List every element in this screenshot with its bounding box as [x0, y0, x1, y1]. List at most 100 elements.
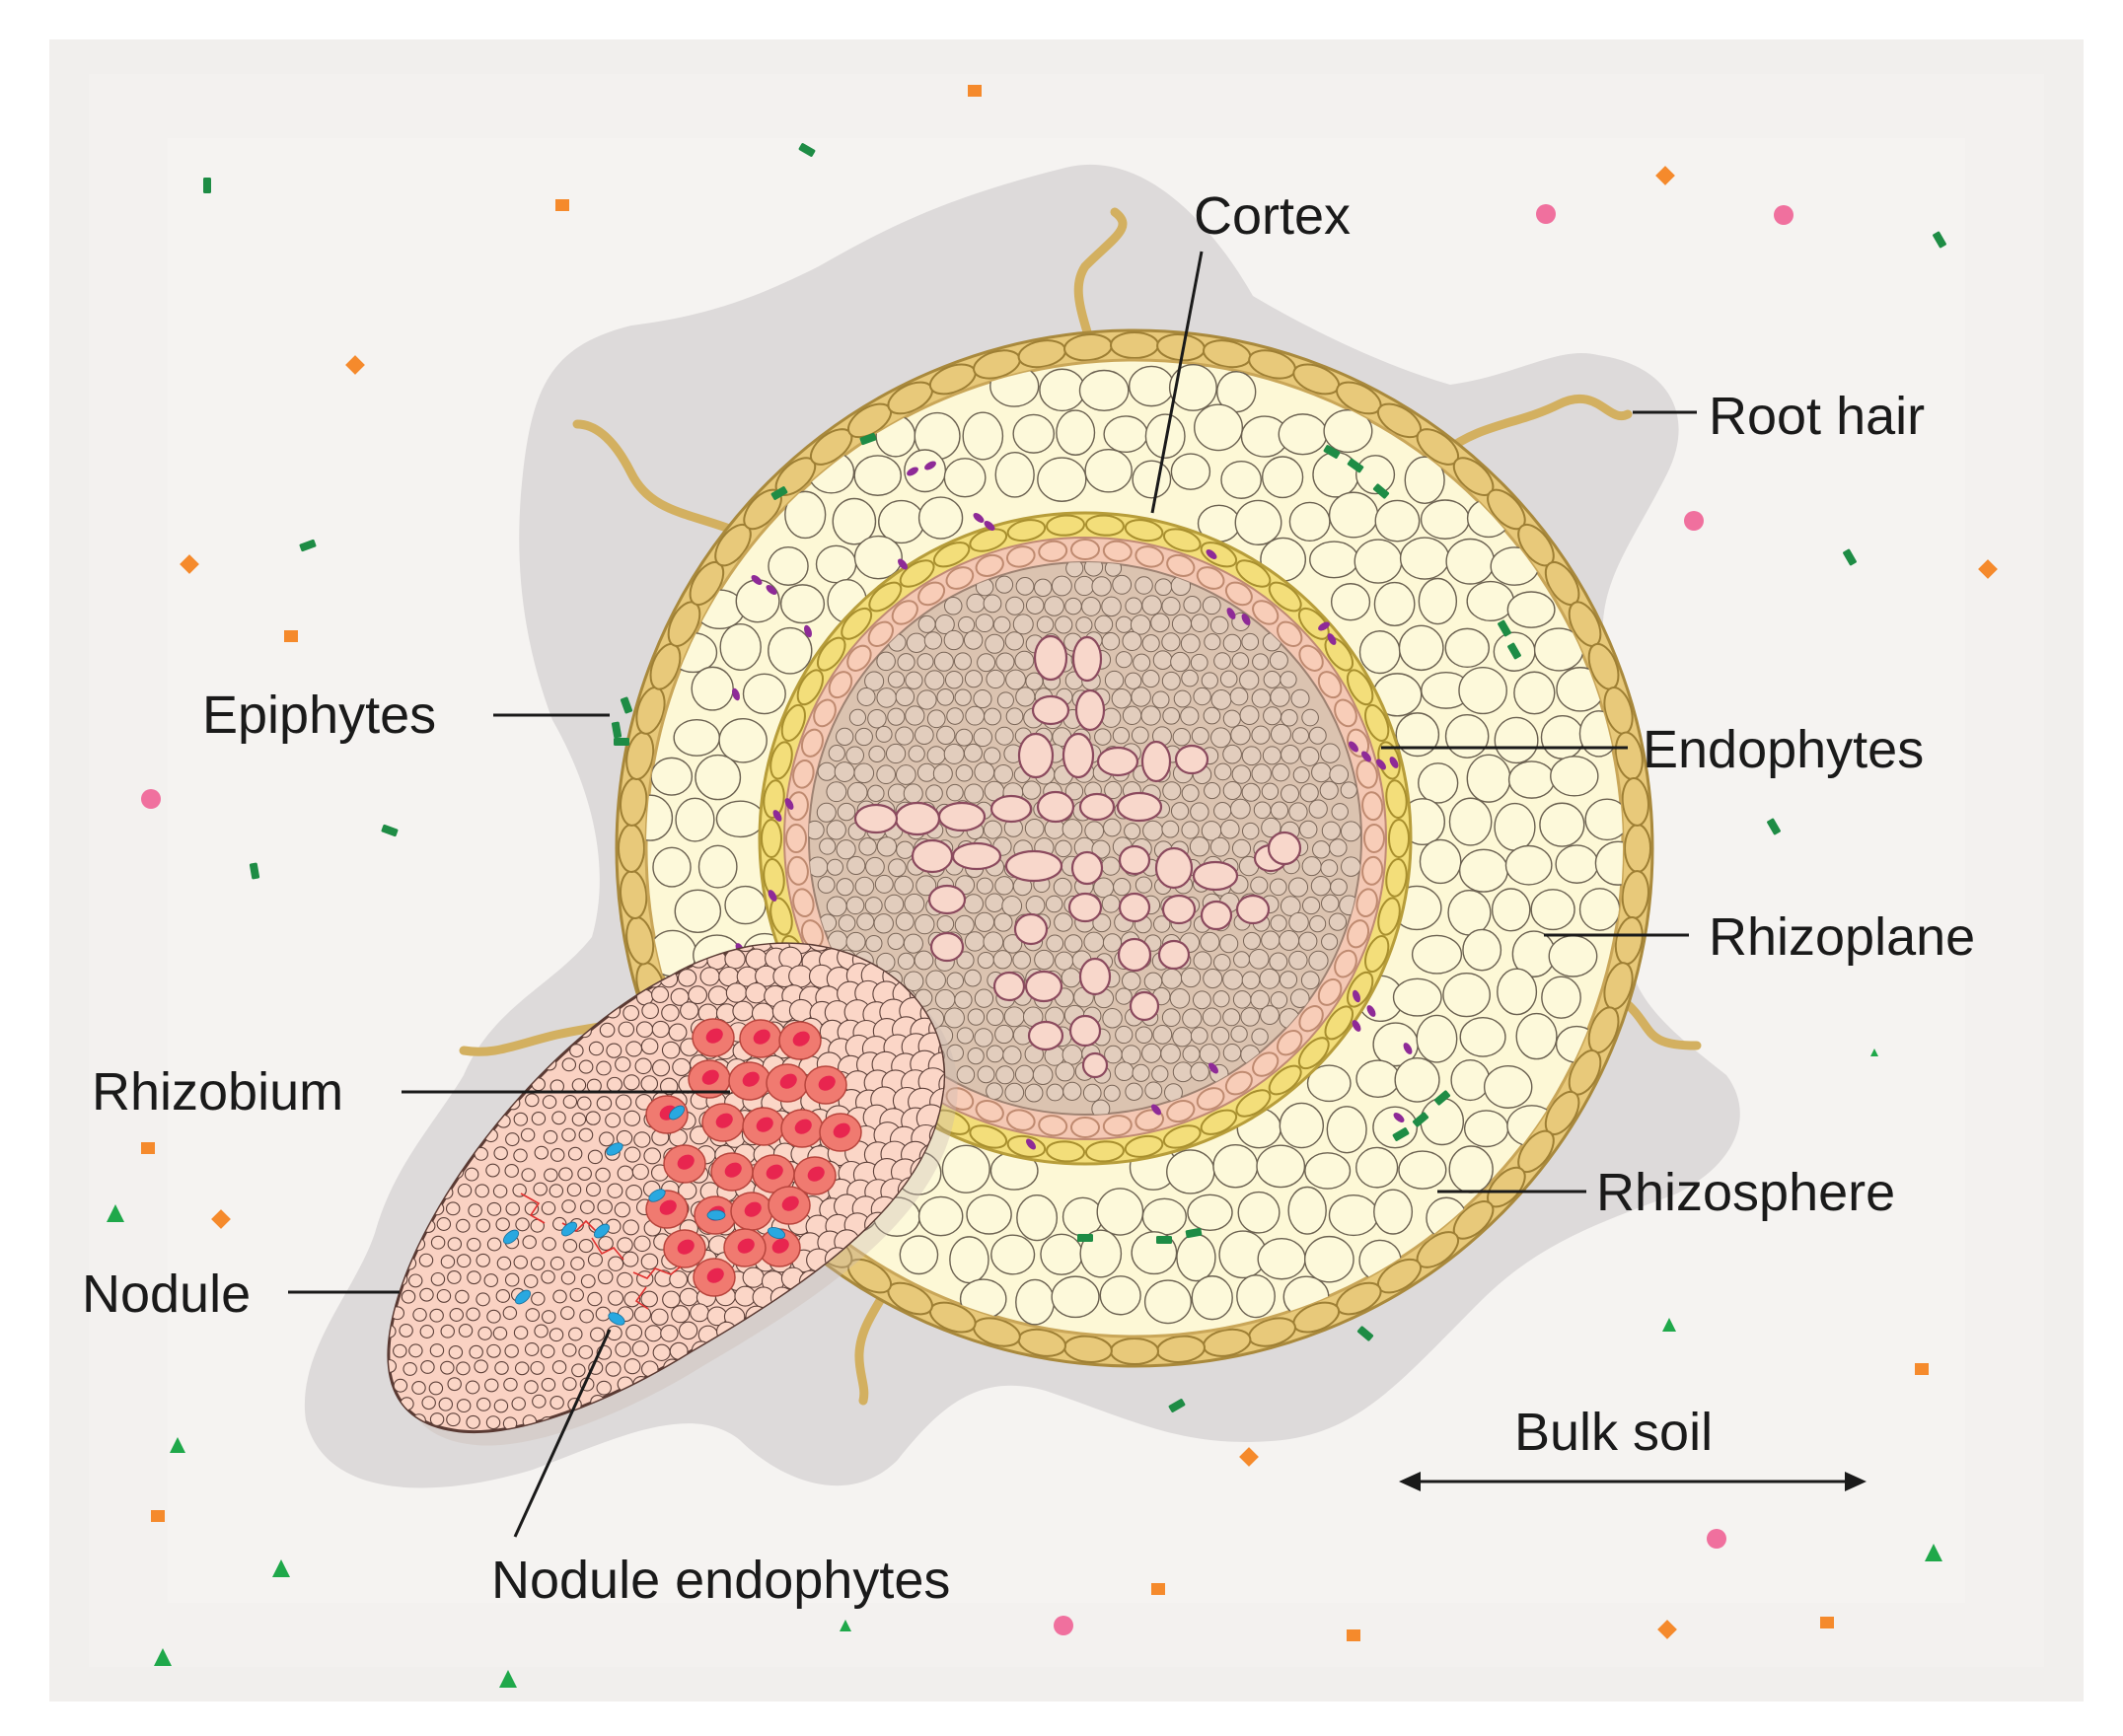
- cortex-cell: [917, 1195, 964, 1237]
- cortex-cell: [691, 666, 734, 711]
- nodule-cell: [486, 1343, 501, 1358]
- stele-cell: [1299, 820, 1318, 839]
- stele-cell: [1124, 823, 1141, 840]
- stele-cell: [1340, 781, 1357, 799]
- stele-cell: [1281, 745, 1300, 764]
- nodule-cell: [543, 1129, 558, 1144]
- stele-cell: [993, 763, 1014, 784]
- stele-cell: [1141, 670, 1160, 688]
- xylem-vessel: [1068, 1014, 1102, 1048]
- stele-cell: [1192, 990, 1211, 1010]
- endophyte: [1151, 1104, 1161, 1116]
- epiphyte: [1077, 1234, 1093, 1242]
- cortex-cell: [1016, 1194, 1059, 1242]
- stele-cell: [1161, 1008, 1181, 1028]
- nodule-cell: [445, 1201, 461, 1216]
- pericycle-cell: [945, 1087, 975, 1111]
- pericycle-cell: [1070, 1117, 1100, 1138]
- stele-cell: [895, 687, 915, 707]
- stele-cell: [1300, 971, 1320, 990]
- rhizobium: [771, 1238, 789, 1254]
- nodule-cell: [587, 1291, 603, 1307]
- stele-cell: [955, 728, 974, 747]
- stele-cell: [1064, 782, 1084, 801]
- epiphyte: [1185, 1227, 1203, 1239]
- rhizobium: [753, 1029, 770, 1045]
- endodermis-cell: [1200, 542, 1238, 568]
- pericycle-cell: [1038, 540, 1068, 562]
- stele-cell: [1270, 687, 1290, 707]
- nodule-cell: [467, 1270, 481, 1285]
- stele-cell: [1310, 876, 1332, 897]
- stele-cell: [1130, 615, 1151, 635]
- stele-cell: [906, 632, 927, 653]
- nodule-cell: [745, 982, 768, 1004]
- cortex-cell: [966, 1194, 1012, 1235]
- cortex-cell: [1540, 715, 1585, 760]
- nodule-cell: [597, 1269, 614, 1285]
- cortex-cell: [1458, 666, 1507, 715]
- stele-cell: [983, 931, 1004, 953]
- stele-cell: [1025, 895, 1046, 915]
- cortex-cell: [1099, 1275, 1141, 1316]
- stele-cell: [1222, 633, 1242, 653]
- cortex-cell: [990, 1234, 1036, 1275]
- stele-cell: [1240, 1007, 1260, 1027]
- stele-cell: [1122, 630, 1142, 651]
- pericycle-cell: [975, 1100, 1004, 1123]
- cortex-cell: [1194, 403, 1244, 452]
- cortex-cell: [853, 535, 903, 580]
- nodule-cell: [690, 1303, 710, 1323]
- stele-cell: [1125, 672, 1142, 689]
- cortex-cell: [1306, 1064, 1352, 1103]
- nodule-cell: [650, 1308, 669, 1326]
- stele-cell: [838, 914, 856, 932]
- stele-cell: [1033, 578, 1053, 598]
- stele-cell: [836, 727, 854, 747]
- stele-cell: [1213, 953, 1231, 972]
- nodule-cell: [560, 1270, 576, 1285]
- cortex-cell: [1539, 802, 1585, 847]
- stele-cell: [958, 615, 976, 633]
- epiphyte: [1507, 642, 1521, 660]
- nodule-cell: [429, 1343, 445, 1358]
- nodule-cell: [474, 1359, 488, 1374]
- rhizobium: [659, 1199, 677, 1215]
- stele-cell: [853, 762, 875, 784]
- nodule-cell: [393, 1343, 407, 1358]
- nodule-cell: [513, 1326, 529, 1340]
- endophyte: [1376, 759, 1386, 770]
- nodule-cell: [551, 1360, 567, 1375]
- stele-cell: [956, 1065, 976, 1084]
- nodule-endophytes-leader: [513, 1329, 612, 1538]
- cortex-cell: [1555, 844, 1599, 884]
- stele-cell: [1133, 653, 1151, 672]
- nodule-cell: [625, 1324, 643, 1340]
- nodule-endophyte: [606, 1142, 623, 1156]
- cortex-cell: [1394, 1056, 1440, 1103]
- stele-cell: [1131, 687, 1151, 707]
- rhizobium: [677, 1239, 695, 1255]
- endodermis-cell: [1124, 519, 1164, 542]
- nodule-cell: [595, 1167, 611, 1183]
- stele-cell: [925, 784, 943, 803]
- stele-cell: [1063, 934, 1083, 953]
- cortex-cell: [1304, 1152, 1352, 1190]
- cortex-cell: [1494, 802, 1536, 851]
- cortex-cell: [695, 754, 742, 801]
- stele-cell: [1241, 632, 1260, 651]
- stele-cell: [828, 745, 845, 762]
- nodule-cell: [549, 1256, 565, 1270]
- nodule-cell: [579, 1309, 594, 1324]
- epidermis-cell: [1110, 1338, 1159, 1365]
- nodule-cell: [513, 1148, 528, 1163]
- stele-cell: [1263, 670, 1281, 688]
- endophyte: [1403, 1043, 1413, 1054]
- stele-cell: [975, 614, 994, 633]
- nodule-cell: [597, 1199, 613, 1215]
- stele-cell: [826, 820, 846, 840]
- xylem-vessel: [1267, 831, 1302, 866]
- epidermis-cell: [1624, 824, 1651, 873]
- nodule-cell: [485, 1163, 500, 1178]
